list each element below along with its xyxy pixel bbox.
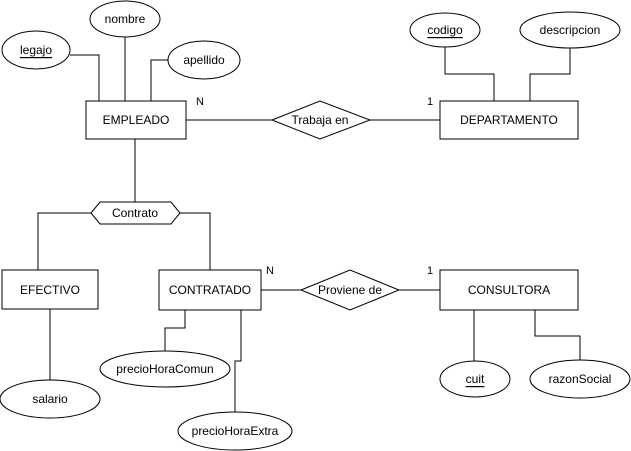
relationship-proviene-de-label: Proviene de (318, 283, 382, 297)
attribute-razon-social: razonSocial (529, 359, 631, 399)
cardinality-empleado-trabaja: N (196, 96, 204, 108)
entity-consultora-label: CONSULTORA (468, 283, 550, 297)
attribute-descripcion: descripcion (519, 11, 621, 49)
attribute-salario-label: salario (32, 392, 68, 406)
connector-contrato-efectivo (37, 212, 91, 270)
relationship-contrato-label: Contrato (112, 206, 158, 220)
attribute-legajo-label: legajo (20, 43, 52, 57)
attribute-cuit: cuit (439, 360, 511, 398)
attribute-descripcion-label: descripcion (540, 23, 601, 37)
attribute-razon-social-label: razonSocial (549, 372, 612, 386)
attribute-precio-hora-extra: precioHoraExtra (177, 411, 293, 451)
entity-empleado: EMPLEADO (85, 100, 187, 140)
connector-precio-hora-comun (164, 310, 186, 351)
relationship-trabaja-en: Trabaja en (270, 100, 372, 140)
connector-codigo (444, 47, 495, 101)
attribute-codigo: codigo (409, 12, 481, 48)
attribute-apellido: apellido (167, 40, 241, 80)
cardinality-consultora-proviene: 1 (427, 265, 433, 277)
connector-legajo (70, 54, 100, 101)
attribute-salario: salario (0, 379, 101, 419)
entity-consultora: CONSULTORA (439, 269, 579, 311)
relationship-contrato: Contrato (90, 201, 181, 225)
entity-contratado: CONTRATADO (158, 269, 262, 311)
entity-contratado-label: CONTRATADO (169, 283, 251, 297)
entity-empleado-label: EMPLEADO (103, 113, 170, 127)
entity-efectivo: EFECTIVO (1, 269, 99, 310)
entity-departamento-label: DEPARTAMENTO (460, 113, 558, 127)
attribute-precio-hora-extra-label: precioHoraExtra (192, 424, 279, 438)
attribute-codigo-label: codigo (427, 23, 463, 37)
connector-razon-social (534, 310, 581, 360)
relationship-trabaja-en-label: Trabaja en (292, 113, 349, 127)
attribute-precio-hora-comun-label: precioHoraComun (116, 362, 213, 376)
entity-efectivo-label: EFECTIVO (20, 283, 80, 297)
connector-precio-hora-extra (234, 310, 242, 412)
attribute-cuit-label: cuit (466, 372, 485, 386)
cardinality-contratado-proviene: N (266, 265, 274, 277)
connectors (37, 37, 581, 412)
attribute-legajo: legajo (1, 30, 71, 70)
connector-contrato-contratado (180, 212, 211, 270)
attribute-nombre-label: nombre (105, 12, 146, 26)
relationship-proviene-de: Proviene de (299, 269, 401, 311)
connector-apellido (150, 59, 169, 101)
attribute-nombre: nombre (89, 0, 161, 38)
entity-departamento: DEPARTAMENTO (439, 100, 579, 140)
attribute-apellido-label: apellido (183, 53, 225, 67)
cardinality-departamento-trabaja: 1 (427, 96, 433, 108)
attribute-precio-hora-comun: precioHoraComun (99, 350, 231, 388)
connector-descripcion (529, 47, 571, 101)
